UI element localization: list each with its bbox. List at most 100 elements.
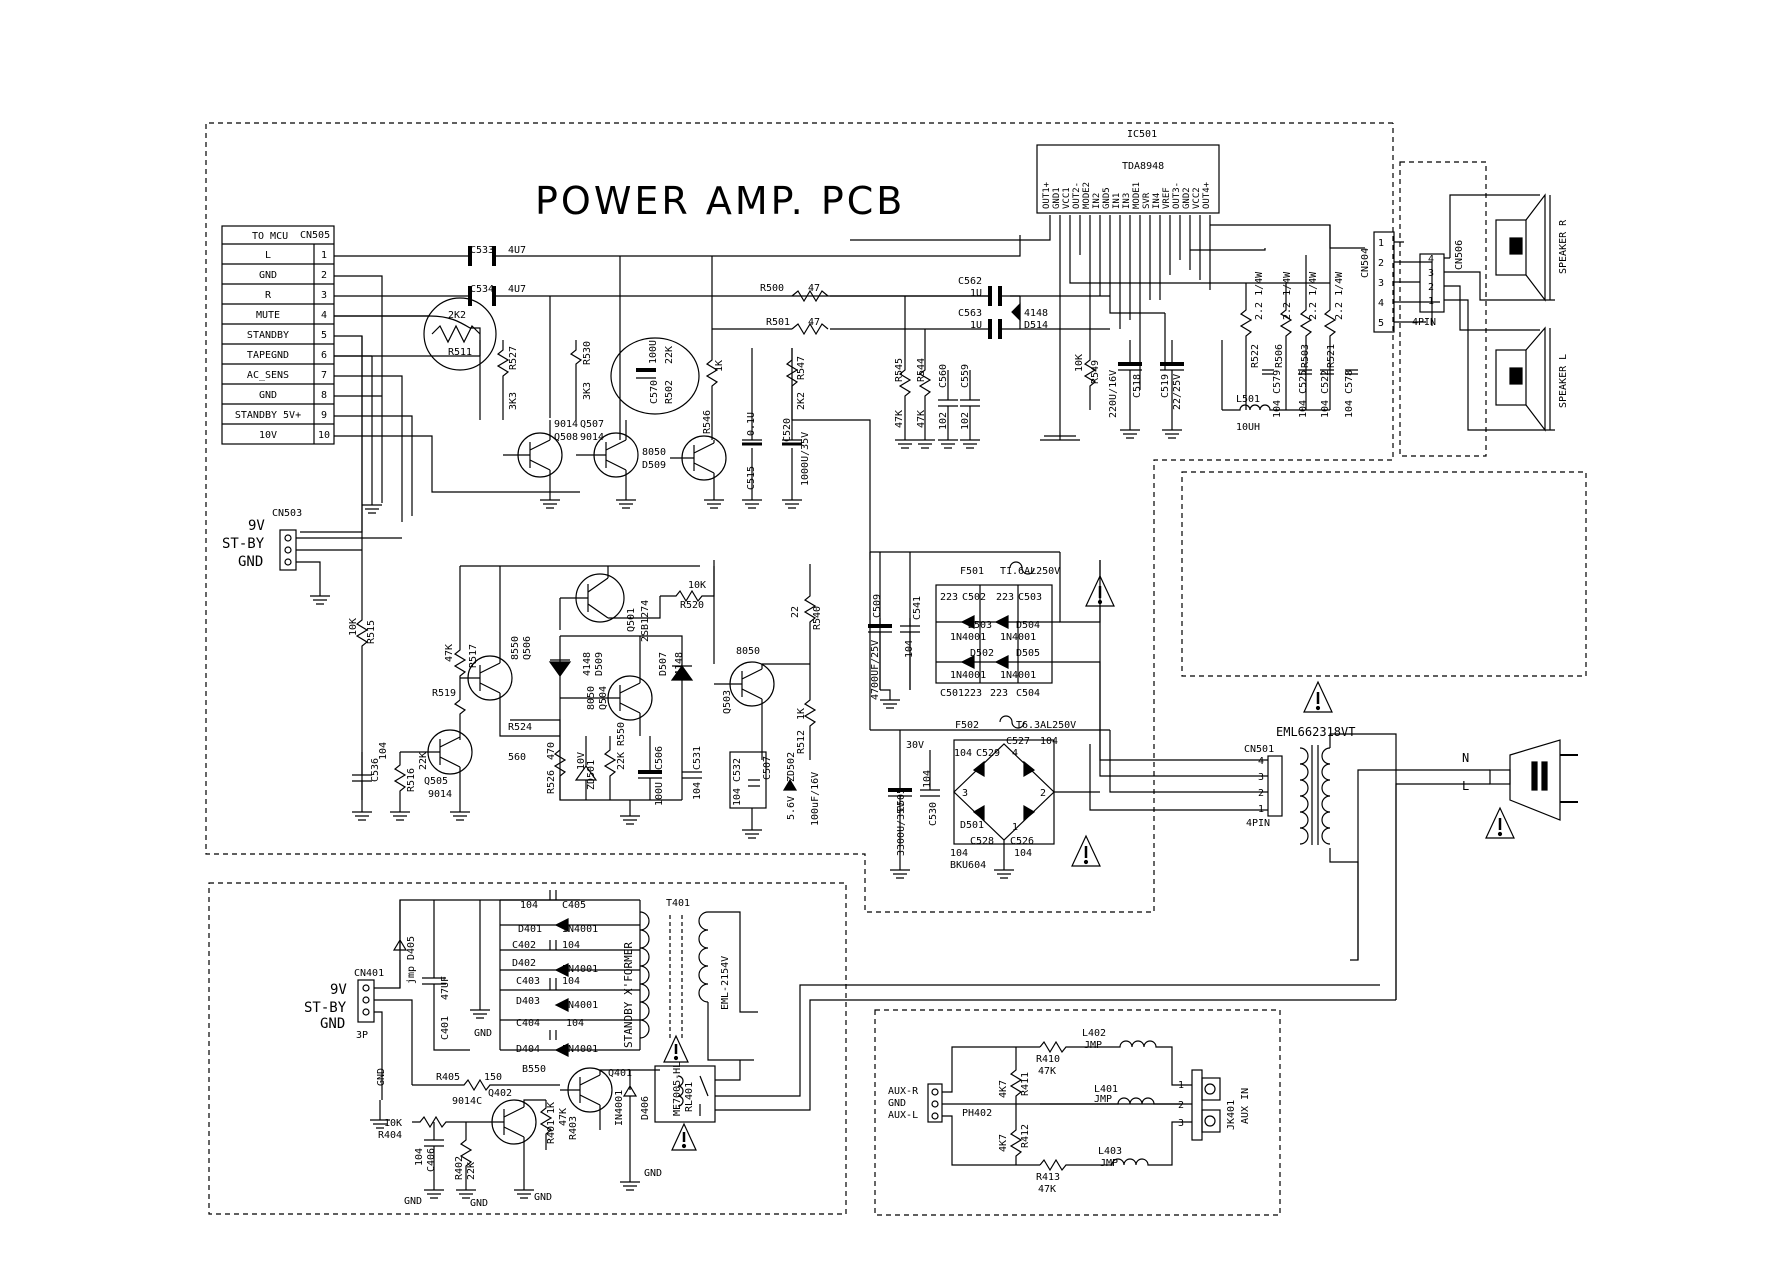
cn501-pin2: 2 <box>1258 788 1264 799</box>
r546-ref: R546 <box>702 410 713 434</box>
f502-ref: F502 <box>955 720 979 731</box>
c563-value: 1U <box>970 320 982 331</box>
d503-part: 1N4001 <box>950 632 986 643</box>
ic501-pin-label: VCC2 <box>1192 187 1202 209</box>
q501-ref: Q501 <box>626 608 637 632</box>
cn505-row-label: AC_SENS <box>247 370 289 381</box>
ic501-pin-label: GND2 <box>1182 187 1192 209</box>
r511-ref: R511 <box>448 347 472 358</box>
ic501-pin-label: GND5 <box>1102 187 1112 209</box>
gnd-label-d406: GND <box>644 1168 662 1179</box>
power-transformer <box>1299 733 1397 1000</box>
c405-value: 104 <box>520 900 538 911</box>
r527-value: 3K3 <box>508 392 519 410</box>
c533-label: C533 <box>470 245 494 256</box>
empty-board-border <box>1181 471 1587 677</box>
q507-part: 9014 <box>580 432 604 443</box>
rl401-relay <box>654 1065 716 1123</box>
c506-ref: C506 <box>654 746 665 770</box>
cn506-ref: CN506 <box>1454 240 1465 270</box>
ic501-part: TDA8948 <box>1122 161 1164 172</box>
gnd-label-r402: GND <box>470 1198 488 1209</box>
cn505-box <box>221 225 335 445</box>
ic501-pin-label: VCC1 <box>1062 187 1072 209</box>
c518-value: 220U/16V <box>1108 370 1119 418</box>
ic501-pin-label: IN2 <box>1092 193 1102 209</box>
r522-ref: R522 <box>1250 344 1261 368</box>
f501-ref: F501 <box>960 566 984 577</box>
ph402-connector <box>927 1083 943 1123</box>
cn401-sub: 3P <box>356 1030 368 1041</box>
c404-value: 104 <box>566 1018 584 1029</box>
r516-value: 22K <box>418 752 429 770</box>
c536-ref: C536 <box>370 758 381 782</box>
c529-ref: C529 <box>976 748 1000 759</box>
q509-transistor <box>670 435 727 509</box>
b550-label: B550 <box>522 1064 546 1075</box>
ac-plug-icon <box>1489 739 1578 821</box>
l402-ref: L402 <box>1082 1028 1106 1039</box>
q402-ref: Q402 <box>488 1088 512 1099</box>
c502-ref: C502 <box>962 592 986 603</box>
warning-icon-4 <box>1485 806 1515 839</box>
t401-ref: T401 <box>666 898 690 909</box>
q401-transistor <box>560 1067 660 1130</box>
cn505-row-label: STANDBY 5V+ <box>235 410 301 421</box>
c525-label: 104 C525 <box>1298 370 1309 418</box>
q507-transistor <box>576 420 639 509</box>
r413-ref: R413 <box>1036 1172 1060 1183</box>
c530-ref: C530 <box>928 802 939 826</box>
c505-ref: C505 <box>896 788 907 812</box>
q505-transistor <box>400 729 473 821</box>
l401-value: JMP <box>1094 1094 1112 1105</box>
ic501-pin-label: OUT3- <box>1172 182 1182 209</box>
cn503-stby: ST-BY <box>222 536 265 552</box>
r405-value: 150 <box>484 1072 502 1083</box>
c579-label: 104 C579 <box>1272 370 1283 418</box>
cn501-pin3: 3 <box>1258 772 1264 783</box>
d507-part: 4148 <box>674 652 685 676</box>
r502-ref: R502 <box>664 380 675 404</box>
ic501-pin-label: OUT4+ <box>1202 181 1212 209</box>
d509-ref: D509 <box>594 652 605 676</box>
cn503-ref: CN503 <box>272 508 302 519</box>
l403-ref: L403 <box>1098 1146 1122 1157</box>
cn504-ref: CN504 <box>1360 248 1371 278</box>
l402-value: JMP <box>1084 1040 1102 1051</box>
c507-ref: C507 <box>762 756 773 780</box>
r401-ref: R401 <box>546 1120 557 1144</box>
d406-ref: D406 <box>640 1096 651 1120</box>
c402-value: 104 <box>562 940 580 951</box>
jk401-ref: JK401 <box>1226 1100 1237 1130</box>
c570-ref: C570 <box>649 380 660 404</box>
d402-ref: D402 <box>512 958 536 969</box>
gnd-label-c406: GND <box>404 1196 422 1207</box>
r501-value: 47 <box>808 317 820 328</box>
c562-value: 1U <box>970 288 982 299</box>
r500-value: 47 <box>808 283 820 294</box>
warning-icon-6 <box>671 1122 697 1151</box>
r506-ref: R506 <box>1274 344 1285 368</box>
r530-value: 3K3 <box>582 382 593 400</box>
cn505-row-label: 10V <box>259 430 277 441</box>
transformer-label: EML662318VT <box>1276 725 1355 739</box>
c509-ref: C509 <box>872 594 883 618</box>
cn501-connector <box>1267 755 1283 817</box>
q504-ref: Q504 <box>598 686 609 710</box>
gnd-symbols-left <box>362 356 382 514</box>
r545-r544-c560-c559 <box>895 296 980 449</box>
warning-icon-5 <box>663 1034 689 1063</box>
d401-part: IN4001 <box>562 924 598 935</box>
cn505-row-label: R <box>265 290 272 301</box>
d514-ref: D514 <box>1024 320 1048 331</box>
c526-value: 104 <box>1014 848 1032 859</box>
c541-value: 104 <box>904 640 915 658</box>
r547-ref: R547 <box>796 356 807 380</box>
cn504-pin4: 4 <box>1378 298 1384 309</box>
d404-part: IN4001 <box>562 1044 598 1055</box>
cn501-pin4: 4 <box>1258 756 1264 767</box>
cn505-row-pin: 4 <box>321 310 327 321</box>
c533-value: 4U7 <box>508 245 526 256</box>
ic501-pin-label: OUT2- <box>1072 182 1082 209</box>
